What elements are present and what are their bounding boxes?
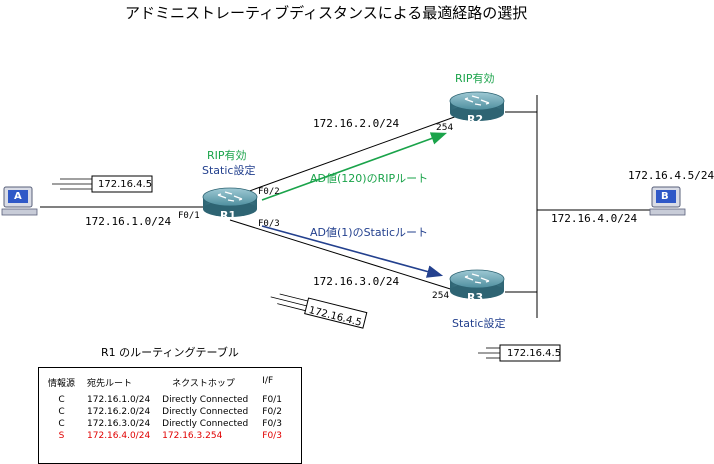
row-destination: 172.16.1.0/24 xyxy=(87,395,151,405)
row-source: S xyxy=(58,431,65,441)
r1-interface-f03: F0/3 xyxy=(258,219,280,229)
row-destination: 172.16.2.0/24 xyxy=(87,407,151,417)
r1-rip-annotation: RIP有効 xyxy=(207,149,247,162)
header-destination: 宛先ルート xyxy=(87,379,133,389)
header-interface: I/F xyxy=(262,376,274,386)
r2-ip-suffix: 254 xyxy=(436,123,454,133)
row-interface: F0/2 xyxy=(262,407,282,417)
row-next-hop: Directly Connected xyxy=(162,419,249,429)
table-row: C 172.16.2.0/24 Directly Connected F0/2 xyxy=(44,406,286,418)
table-row: C 172.16.3.0/24 Directly Connected F0/3 xyxy=(44,418,286,430)
r1-interface-f02: F0/2 xyxy=(258,187,280,197)
packet-1-destination: 172.16.4.5 xyxy=(98,179,153,190)
r1-interface-f01: F0/1 xyxy=(178,211,200,221)
host-a-label: A xyxy=(14,191,22,202)
routing-table-caption: R1 のルーティングテーブル xyxy=(101,346,239,359)
row-source: C xyxy=(58,407,65,417)
rip-route-arrow xyxy=(261,132,448,201)
host-b-icon[interactable] xyxy=(649,186,686,216)
row-interface: F0/3 xyxy=(262,419,282,429)
packet-3-destination: 172.16.4.5 xyxy=(507,348,562,359)
row-interface: F0/3 xyxy=(262,431,282,441)
r1-static-annotation: Static設定 xyxy=(202,164,256,177)
routing-table: 情報源 宛先ルート ネクストホップ I/F C 172.16.1.0/24 Di… xyxy=(44,376,286,442)
row-next-hop: 172.16.3.254 xyxy=(162,431,223,441)
r2-rip-annotation: RIP有効 xyxy=(455,72,495,85)
network-label-4: 172.16.4.0/24 xyxy=(551,212,638,225)
router-r1-label: R1 xyxy=(220,209,237,222)
network-label-3: 172.16.3.0/24 xyxy=(313,275,400,288)
packet-2 xyxy=(270,293,368,329)
router-r3-label: R3 xyxy=(467,291,484,304)
r3-ip-suffix: 254 xyxy=(432,291,450,301)
table-row: C 172.16.1.0/24 Directly Connected F0/1 xyxy=(44,394,286,406)
row-next-hop: Directly Connected xyxy=(162,395,249,405)
r3-static-annotation: Static設定 xyxy=(452,317,506,330)
static-route-arrow xyxy=(261,225,444,278)
packet-1 xyxy=(52,175,153,193)
host-b-address: 172.16.4.5/24 xyxy=(628,169,714,182)
routing-table-header-row: 情報源 宛先ルート ネクストホップ I/F xyxy=(44,376,286,394)
table-row-static: S 172.16.4.0/24 172.16.3.254 F0/3 xyxy=(44,430,286,442)
packet-3 xyxy=(478,344,561,362)
row-source: C xyxy=(58,419,65,429)
routing-table-box: 情報源 宛先ルート ネクストホップ I/F C 172.16.1.0/24 Di… xyxy=(38,367,302,464)
header-source: 情報源 xyxy=(48,379,76,389)
row-destination: 172.16.3.0/24 xyxy=(87,419,151,429)
link-r1-r3 xyxy=(229,219,461,293)
page-title: アドミニストレーティブディスタンスによる最適経路の選択 xyxy=(125,4,528,22)
row-next-hop: Directly Connected xyxy=(162,407,249,417)
row-destination: 172.16.4.0/24 xyxy=(87,431,151,441)
host-b-label: B xyxy=(661,191,669,202)
rip-route-label: AD値(120)のRIPルート xyxy=(310,172,429,185)
host-a-icon[interactable] xyxy=(1,186,38,216)
row-source: C xyxy=(58,395,65,405)
link-r1-r2 xyxy=(229,114,461,199)
router-r2-label: R2 xyxy=(467,113,484,126)
network-label-2: 172.16.2.0/24 xyxy=(313,117,400,130)
static-route-label: AD値(1)のStaticルート xyxy=(310,226,429,239)
row-interface: F0/1 xyxy=(262,395,282,405)
header-next-hop: ネクストホップ xyxy=(172,379,235,389)
network-label-1: 172.16.1.0/24 xyxy=(85,215,172,228)
